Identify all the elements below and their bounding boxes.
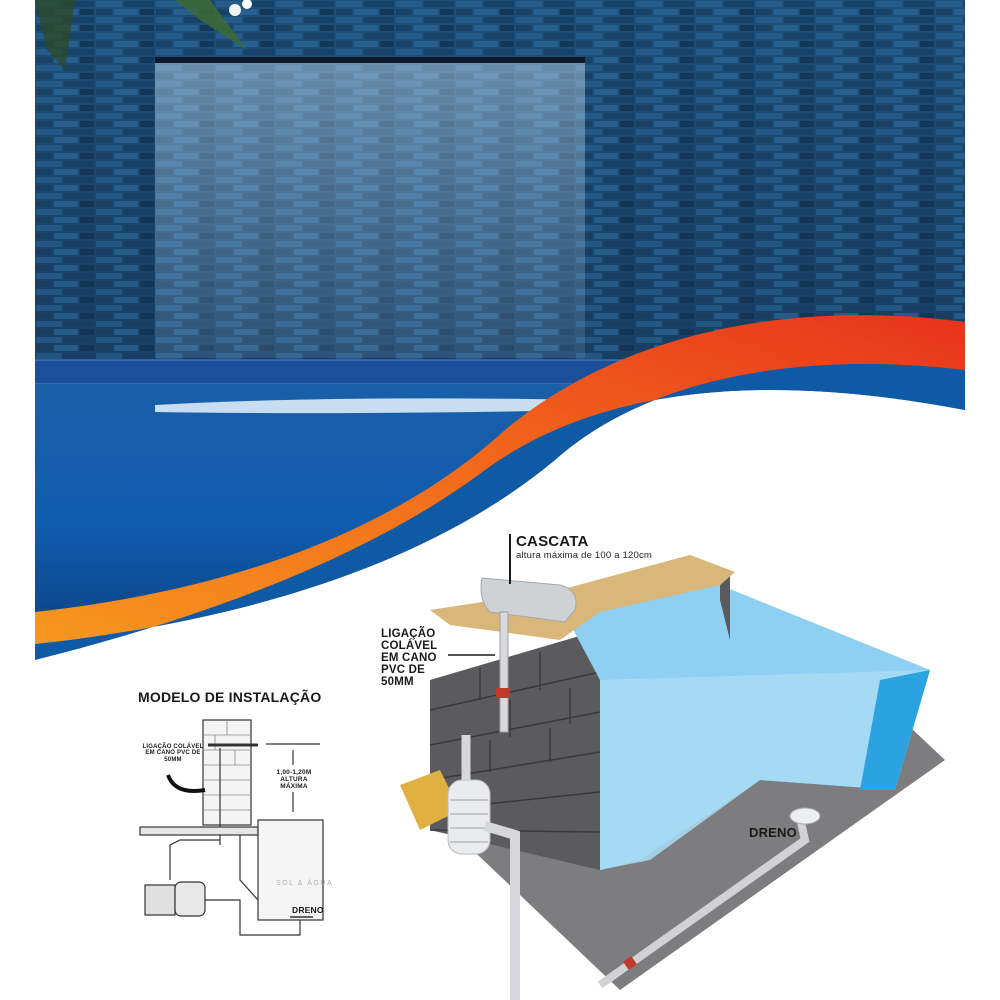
connection-label: LIGAÇÃO COLÁVEL EM CANO PVC DE 50MM bbox=[381, 628, 438, 689]
cascata-title: CASCATA bbox=[516, 533, 589, 550]
install-connection-label: LIGAÇÃO COLÁVEL EM CANO PVC DE 50MM bbox=[142, 744, 204, 763]
hero-photo bbox=[35, 0, 965, 660]
floor-slab bbox=[420, 680, 945, 990]
drain-label: DRENO bbox=[749, 825, 797, 840]
block-wall bbox=[429, 630, 601, 870]
cascata-subtitle: altura máxima de 100 a 120cm bbox=[516, 550, 653, 561]
pump bbox=[400, 735, 520, 1000]
watermark: SOL & ÁGUA bbox=[276, 880, 334, 887]
install-drain-label: DRENO bbox=[292, 905, 324, 915]
height-label: 1,00-1,20M ALTURA MÁXIMA bbox=[276, 769, 312, 790]
install-model-title: MODELO DE INSTALAÇÃO bbox=[138, 689, 322, 705]
waterfall-photo bbox=[35, 0, 965, 660]
